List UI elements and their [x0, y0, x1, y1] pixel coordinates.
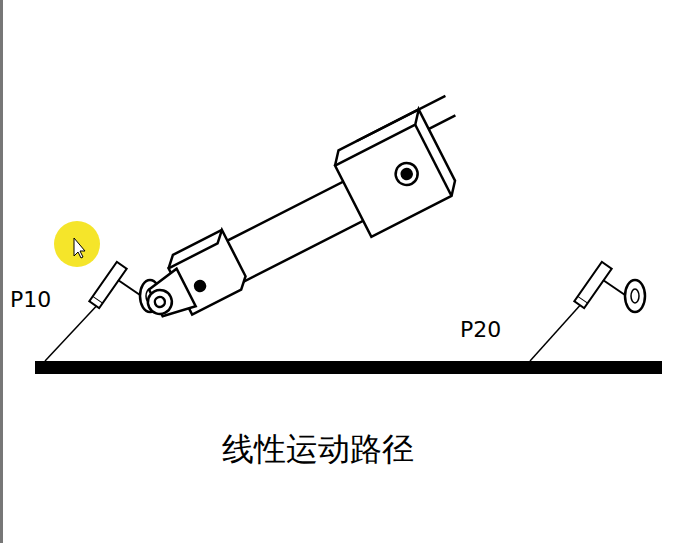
cursor-arrow [74, 238, 85, 258]
torch-p10 [89, 262, 126, 308]
leader-line [45, 300, 102, 361]
point-label: P10 [10, 287, 51, 312]
torch-p20 [574, 262, 611, 308]
ground-bar [35, 361, 662, 374]
point-label: P20 [460, 317, 501, 342]
caption: 线性运动路径 [222, 428, 414, 472]
tool-disc [625, 280, 645, 312]
cursor-highlight [54, 221, 100, 267]
frame-edge [0, 0, 3, 543]
robot-arm [125, 96, 488, 341]
